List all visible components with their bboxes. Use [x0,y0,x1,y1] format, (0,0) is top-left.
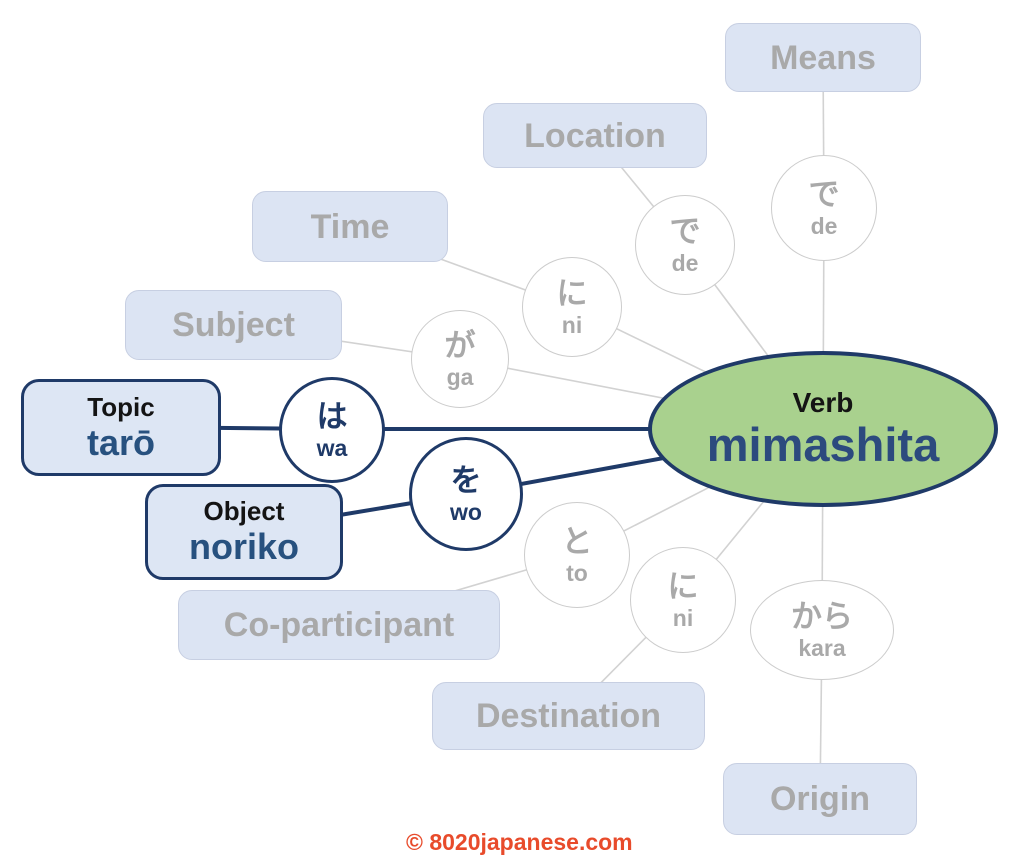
verb-ellipse: Verb mimashita [648,351,998,507]
particle-kana-ni-destination: に [667,568,699,605]
particle-romaji-to-co-participant: to [566,559,588,586]
role-box-object: Object noriko [145,484,343,580]
role-box-topic: Topic tarō [21,379,221,476]
particle-circle-ni-time: に ni [522,257,622,357]
particle-circle-wo-object: を wo [409,437,523,551]
particle-kana-ni-time: に [556,275,588,312]
particle-circle-kara-origin: から kara [750,580,894,680]
particle-romaji-kara-origin: kara [798,634,846,661]
particle-circle-de-location: で de [635,195,735,295]
verb-type-label: Verb [792,386,854,418]
particle-kana-de-means: で [808,176,840,213]
particle-circle-wa-topic: は wa [279,377,385,483]
particle-kana-wa-topic: は [316,398,348,435]
role-box-co-participant: Co-participant [178,590,500,660]
particle-kana-kara-origin: から [791,598,853,635]
role-word-topic: tarō [86,421,155,463]
role-box-location: Location [483,103,707,168]
particle-romaji-ni-destination: ni [672,604,694,631]
particle-romaji-ga-subject: ga [446,363,474,390]
copyright-text: © 8020japanese.com [406,829,633,855]
particle-kana-to-co-participant: と [561,523,593,560]
role-label-destination: Destination [475,697,662,735]
verb-word: mimashita [706,417,940,471]
role-label-location: Location [524,116,666,155]
role-label-topic: Topic [87,391,155,422]
particle-circle-to-co-participant: と to [524,502,630,608]
particle-kana-wo-object: を [450,462,482,499]
role-box-time: Time [252,191,448,262]
particle-romaji-wo-object: wo [450,498,482,525]
particle-kana-ga-subject: が [444,327,476,364]
role-label-subject: Subject [172,306,295,344]
role-label-co-participant: Co-participant [223,606,455,644]
particle-circle-de-means: で de [771,155,877,261]
particle-kana-de-location: で [669,213,701,250]
role-label-time: Time [310,207,390,246]
particle-romaji-wa-topic: wa [316,434,348,461]
particle-romaji-ni-time: ni [561,311,583,338]
role-word-object: noriko [188,526,299,568]
particle-romaji-de-location: de [671,249,699,276]
role-box-origin: Origin [723,763,917,835]
role-label-means: Means [770,38,876,77]
role-box-subject: Subject [125,290,342,360]
role-box-destination: Destination [432,682,705,750]
role-label-origin: Origin [769,780,871,818]
particle-circle-ni-destination: に ni [630,547,736,653]
role-box-means: Means [725,23,921,92]
particle-romaji-de-means: de [810,212,838,239]
role-label-object: Object [203,496,285,527]
particle-circle-ga-subject: が ga [411,310,509,408]
